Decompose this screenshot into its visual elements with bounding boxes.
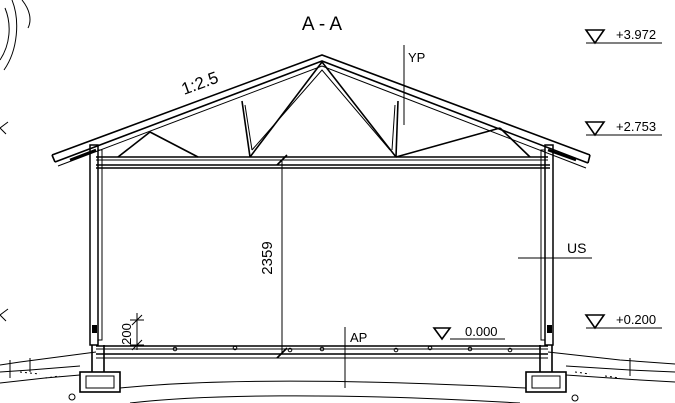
yp-label: YP — [408, 50, 425, 65]
level-label-top: +3.972 — [616, 27, 656, 42]
ground-line — [0, 351, 675, 403]
sill-dimension — [130, 313, 144, 351]
section-title: A - A — [302, 14, 342, 35]
level-marker-eave — [584, 121, 662, 137]
level-marker-top — [584, 29, 662, 45]
floor-level-label: 0.000 — [465, 324, 498, 339]
ap-label: AP — [350, 330, 367, 345]
roof — [51, 54, 591, 169]
walls — [89, 144, 554, 346]
floor-slab — [96, 345, 548, 359]
floor-level-marker — [432, 327, 505, 341]
left-contour-lines — [0, 0, 31, 322]
level-marker-floor — [584, 314, 662, 330]
sill-dimension-label: 200 — [119, 323, 134, 345]
height-dimension — [276, 154, 288, 359]
height-dimension-label: 2359 — [259, 241, 276, 274]
level-label-floor: +0.200 — [616, 312, 656, 327]
roof-truss — [96, 61, 550, 169]
foundations — [79, 345, 567, 393]
us-label: US — [567, 240, 586, 256]
level-label-eave: +2.753 — [616, 119, 656, 134]
